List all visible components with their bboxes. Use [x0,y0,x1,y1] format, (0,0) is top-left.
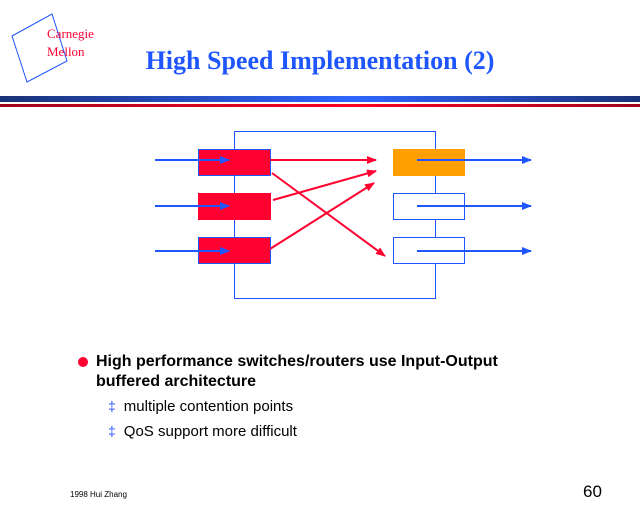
crossbar-arrow-4 [271,172,386,257]
header-rule-red [0,104,640,107]
double-dagger-icon: ‡ [108,398,116,414]
logo-text: Carnegie Mellon [47,25,94,61]
crossbar-arrow-2 [272,169,377,201]
crossbar-arrows [269,156,386,257]
logo-line1: Carnegie [47,26,94,41]
double-dagger-icon: ‡ [108,423,116,439]
logo-line2: Mellon [47,44,85,59]
sub-bullet-1: ‡ multiple contention points [108,398,293,415]
output-buffer-1 [393,149,465,176]
slide-title: High Speed Implementation (2) [0,46,640,76]
sub-bullet-text: QoS support more difficult [123,423,297,440]
input-buffer-1 [198,149,271,176]
bullet-text: High performance switches/routers use In… [96,353,498,390]
sub-bullet-2: ‡ QoS support more difficult [108,423,297,440]
switch-diagram [155,131,532,299]
header-rule-blue [0,96,640,102]
crossbar-arrow-3 [269,182,375,250]
page-number: 60 [583,482,602,501]
input-arrows [155,156,532,255]
logo-diamond [11,13,68,83]
title-text: High Speed Implementation (2) [145,46,495,75]
footer-credit: 1998 Hui Zhang [70,490,127,499]
sub-bullet-text: multiple contention points [123,398,294,415]
bullet-icon [78,357,88,367]
